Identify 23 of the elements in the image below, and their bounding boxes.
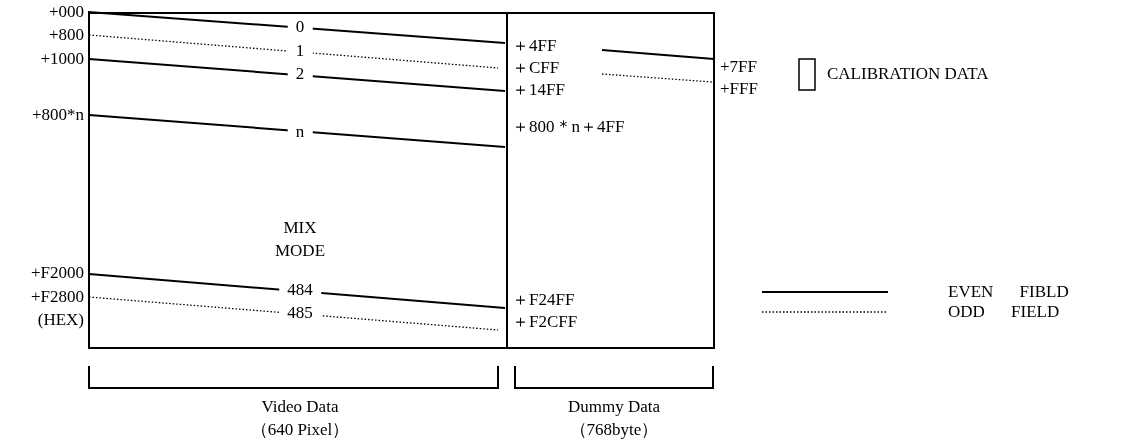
address-label: ＋800＊n＋4FF [512, 117, 625, 137]
legend-label: EVEN FIBLD [948, 282, 1069, 302]
legend-label: CALIBRATION DATA [827, 64, 989, 84]
memory-region-box [506, 12, 715, 349]
address-label: +000 [48, 2, 84, 22]
address-label: ＋CFF [512, 58, 560, 78]
address-label: +800*n [31, 105, 84, 125]
mode-label: MIX MODE [273, 217, 327, 262]
address-label: +1000 [40, 49, 84, 69]
address-label: +800 [48, 25, 84, 45]
address-label: +FFF [720, 79, 758, 99]
address-label: ＋F2CFF [512, 312, 578, 332]
address-label: +F2800 [30, 287, 84, 307]
memory-region-box [88, 12, 508, 349]
unit-note: (HEX) [37, 310, 84, 330]
address-label: ＋F24FF [512, 290, 575, 310]
legend-label: ODD FIELD [948, 302, 1060, 322]
address-label: ＋14FF [512, 80, 565, 100]
range-caption: Dummy Data （768byte） [566, 396, 662, 440]
address-label: +F2000 [30, 263, 84, 283]
address-label: +7FF [720, 57, 757, 77]
address-label: ＋4FF [512, 36, 557, 56]
range-caption: Video Data （640 Pixel） [250, 396, 350, 440]
